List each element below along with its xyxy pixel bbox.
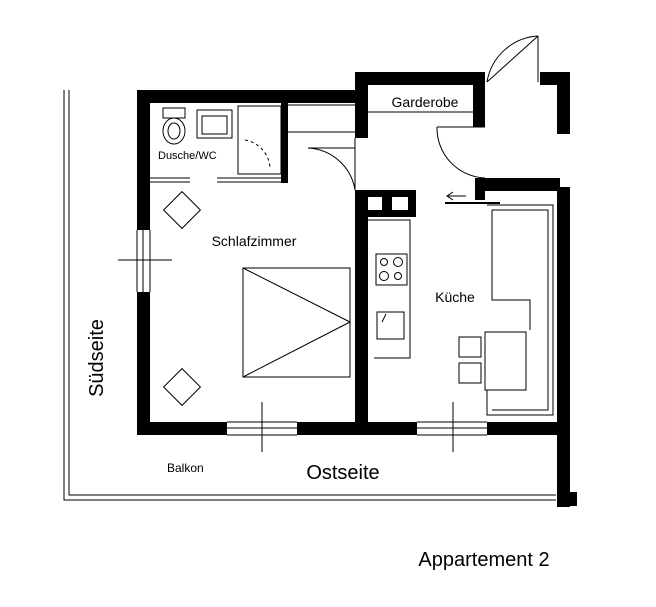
thin-lines xyxy=(118,35,554,452)
room-label-balkon: Balkon xyxy=(167,461,204,475)
orientation-label-sued: Südseite xyxy=(86,319,108,397)
stove-icon xyxy=(375,253,408,286)
plan-title: Appartement 2 xyxy=(418,549,549,571)
wall-south-b xyxy=(297,422,417,435)
bed-icon xyxy=(242,267,351,378)
wall-hall-west xyxy=(355,72,368,138)
room-label-dusche-wc: Dusche/WC xyxy=(158,150,217,162)
wall-garderobe-east xyxy=(473,72,485,127)
walls xyxy=(137,72,577,507)
wall-corridor-south xyxy=(475,178,560,191)
entrance-arrow-icon xyxy=(446,191,466,201)
plant-icon xyxy=(162,367,202,407)
wall-south-c xyxy=(487,422,570,435)
wall-west-upper xyxy=(137,90,150,230)
wall-bedroom-kitchen xyxy=(355,190,368,435)
room-label-schlafzimmer: Schlafzimmer xyxy=(212,233,297,249)
room-label-garderobe: Garderobe xyxy=(392,94,459,110)
orientation-label-ost: Ostseite xyxy=(306,462,379,484)
table-icon xyxy=(484,331,527,391)
wall-east-upper xyxy=(557,72,570,134)
shower-tray-icon xyxy=(237,105,282,175)
wall-bath-east xyxy=(281,103,288,183)
chair-icon xyxy=(458,336,482,358)
wall-south-a xyxy=(137,422,227,435)
plant-icon xyxy=(162,190,202,230)
kitchen-counter xyxy=(374,219,411,359)
wall-kitchen-post-a xyxy=(382,190,392,217)
balcony-outline xyxy=(63,90,556,501)
wall-east-foot xyxy=(557,492,577,506)
room-label-kueche: Küche xyxy=(435,289,475,305)
wall-east-lower xyxy=(557,187,570,507)
wall-north-bath xyxy=(137,90,357,103)
chair-icon xyxy=(458,362,482,384)
wall-kitchen-post-b xyxy=(408,190,416,217)
wall-garderobe-north xyxy=(355,72,485,85)
wall-west-lower xyxy=(137,292,150,435)
wall-corridor-stub xyxy=(475,178,485,200)
sink-icon xyxy=(196,109,233,139)
kitchen-sink-icon xyxy=(376,311,405,340)
toilet-icon xyxy=(162,107,186,145)
